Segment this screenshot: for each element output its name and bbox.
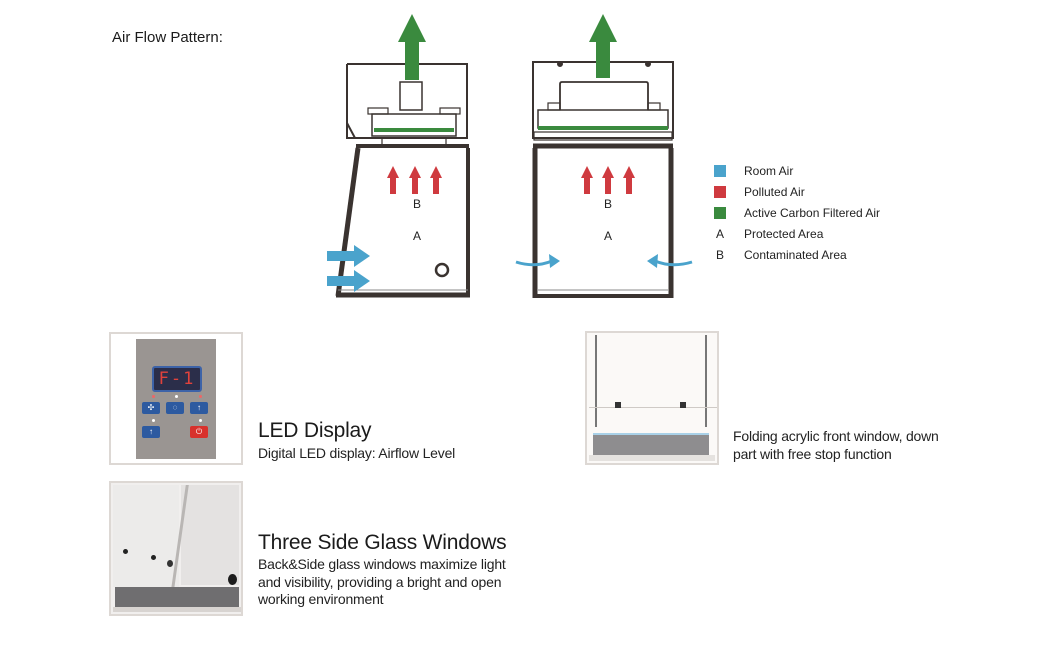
front-window-image (585, 331, 719, 465)
description-line: working environment (258, 591, 384, 607)
legend-label: Room Air (744, 163, 794, 178)
up-button[interactable]: ↑ (190, 402, 208, 414)
cycle-icon: ◌ (172, 403, 178, 412)
legend-label: Contaminated Area (744, 247, 847, 262)
back-panel (181, 485, 239, 585)
indicator-dot (152, 419, 155, 422)
legend-item-contaminated-area: B Contaminated Area (714, 244, 954, 265)
description-line: part with free stop function (733, 445, 892, 462)
cabinet-base (113, 607, 241, 612)
glass-windows-heading: Three Side Glass Windows (258, 531, 507, 554)
power-button[interactable]: ⏻ (190, 426, 208, 438)
filtered-air-arrow (398, 14, 426, 80)
polluted-air-swatch (714, 185, 726, 198)
light-button[interactable]: ↑ (142, 426, 160, 438)
polluted-air-arrows (581, 166, 635, 194)
front-view-cabinet (532, 61, 674, 298)
power-icon: ⏻ (195, 427, 203, 436)
glove-port-icon (151, 555, 156, 560)
led-display-description: Digital LED display: Airflow Level (258, 445, 456, 461)
cycle-button[interactable]: ◌ (166, 402, 184, 414)
side-view-cabinet (335, 63, 470, 298)
legend: Room Air Polluted Air Active Carbon Filt… (714, 160, 954, 265)
light-icon: ↑ (149, 427, 153, 436)
description-line: and visibility, providing a bright and o… (258, 573, 502, 590)
front-window-description: Folding acrylic front window, down part … (733, 428, 939, 463)
hinge-icon (680, 402, 686, 408)
room-air-arrows (327, 245, 370, 292)
legend-key-a: A (715, 226, 724, 241)
legend-item-room-air: Room Air (714, 160, 954, 181)
legend-label: Active Carbon Filtered Air (744, 205, 881, 220)
led-screen: F-1 (152, 366, 202, 392)
arrow-up-icon: ↑ (197, 403, 201, 412)
led-readout: F-1 (158, 369, 196, 389)
led-control-panel: F-1 ✣ ◌ ↑ ↑ ⏻ (136, 339, 216, 459)
room-air-curved-arrows (515, 259, 693, 267)
legend-label: Polluted Air (744, 184, 805, 199)
glass-windows-description: Back&Side glass windows maximize light a… (258, 556, 506, 609)
legend-item-filtered-air: Active Carbon Filtered Air (714, 202, 954, 223)
polluted-air-arrows (387, 166, 442, 194)
glove-port-icon (123, 549, 128, 554)
legend-item-protected-area: A Protected Area (714, 223, 954, 244)
fan-icon: ✣ (147, 403, 155, 412)
glove-port-icon (228, 574, 237, 585)
side-label-a: A (413, 229, 422, 243)
fan-button[interactable]: ✣ (142, 402, 160, 414)
window-post (595, 335, 597, 427)
glass-windows-image (109, 481, 243, 616)
indicator-dot (199, 419, 202, 422)
filtered-air-swatch (714, 206, 726, 219)
work-tray (593, 433, 709, 457)
led-display-image: F-1 ✣ ◌ ↑ ↑ ⏻ (109, 332, 243, 465)
indicator-dot (175, 395, 178, 398)
side-panel (113, 485, 179, 587)
legend-label: Protected Area (744, 226, 824, 241)
window-post (705, 335, 707, 427)
work-tray (115, 587, 239, 607)
cabinet-base (589, 455, 715, 461)
glove-port-icon (167, 560, 173, 567)
side-label-b: B (413, 197, 422, 211)
filtered-air-arrow (589, 14, 617, 78)
hinge-icon (615, 402, 621, 408)
room-air-swatch (714, 164, 726, 177)
filter-layer (538, 126, 668, 130)
led-display-heading: LED Display (258, 419, 372, 442)
description-line: Back&Side glass windows maximize light (258, 556, 506, 572)
description-line: Folding acrylic front window, down (733, 428, 939, 444)
page-title: Air Flow Pattern: (112, 29, 223, 46)
window-fold-line (589, 407, 717, 408)
legend-key-b: B (715, 247, 724, 262)
indicator-dot (199, 395, 202, 398)
legend-item-polluted-air: Polluted Air (714, 181, 954, 202)
indicator-dot (152, 395, 155, 398)
filter-layer (374, 128, 454, 132)
front-label-b: B (604, 197, 613, 211)
front-label-a: A (604, 229, 613, 243)
